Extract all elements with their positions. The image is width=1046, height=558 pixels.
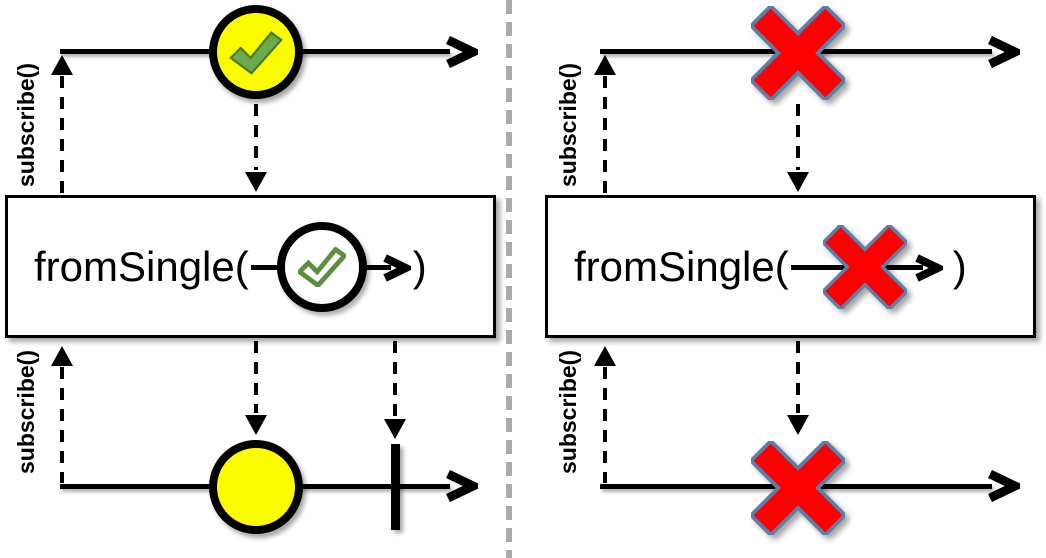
operator-call-prefix: fromSingle( [34,242,249,290]
operator-call-suffix: ) [412,242,427,290]
subscribe-label: subscribe() [554,350,581,474]
operator-box: fromSingle( ) [545,195,1036,338]
error-x-icon [822,224,907,309]
emission-arrow-line [796,341,800,413]
subscribe-label: subscribe() [12,63,39,187]
subscribe-label: subscribe() [554,63,581,187]
arrow-up-icon [594,55,616,75]
arrow-down-icon [384,419,406,439]
check-marble-icon [209,5,303,99]
arrow-up-icon [51,346,73,366]
inner-arrowhead-icon [383,253,411,282]
value-marble-icon [209,440,303,534]
emission-arrow-line [254,341,258,413]
subscribe-arrow-line [60,367,64,483]
arrow-down-icon [787,172,809,192]
emission-arrow-line [796,104,800,170]
inner-arrowhead-icon [915,253,943,282]
error-x-icon [751,441,845,535]
inner-line [250,264,283,270]
operator-call-prefix: fromSingle( [574,242,789,290]
inner-marble-diagram [249,221,411,313]
arrow-down-icon [245,172,267,192]
emission-arrow-line [393,341,397,417]
error-x-icon [751,6,845,100]
arrow-down-icon [245,415,267,435]
subscribe-arrow-line [603,76,607,194]
operator-call-suffix: ) [952,242,967,290]
check-outline-icon [297,246,346,287]
inner-marble-diagram [789,221,949,313]
arrow-up-icon [51,55,73,75]
divider-dashed-line [506,0,512,558]
complete-bar-icon [391,444,400,530]
timeline-arrowhead-icon [446,470,478,502]
check-icon [229,30,283,75]
timeline-arrowhead-icon [988,470,1020,502]
inner-line [362,264,391,270]
emission-arrow-line [254,104,258,170]
timeline-arrowhead-icon [446,36,478,68]
check-outline-marble-icon [276,221,367,312]
arrow-up-icon [594,346,616,366]
subscribe-label: subscribe() [12,350,39,474]
arrow-down-icon [787,415,809,435]
subscribe-arrow-line [60,76,64,194]
subscribe-arrow-line [603,367,607,483]
operator-box: fromSingle( ) [5,195,496,338]
timeline-arrowhead-icon [988,36,1020,68]
